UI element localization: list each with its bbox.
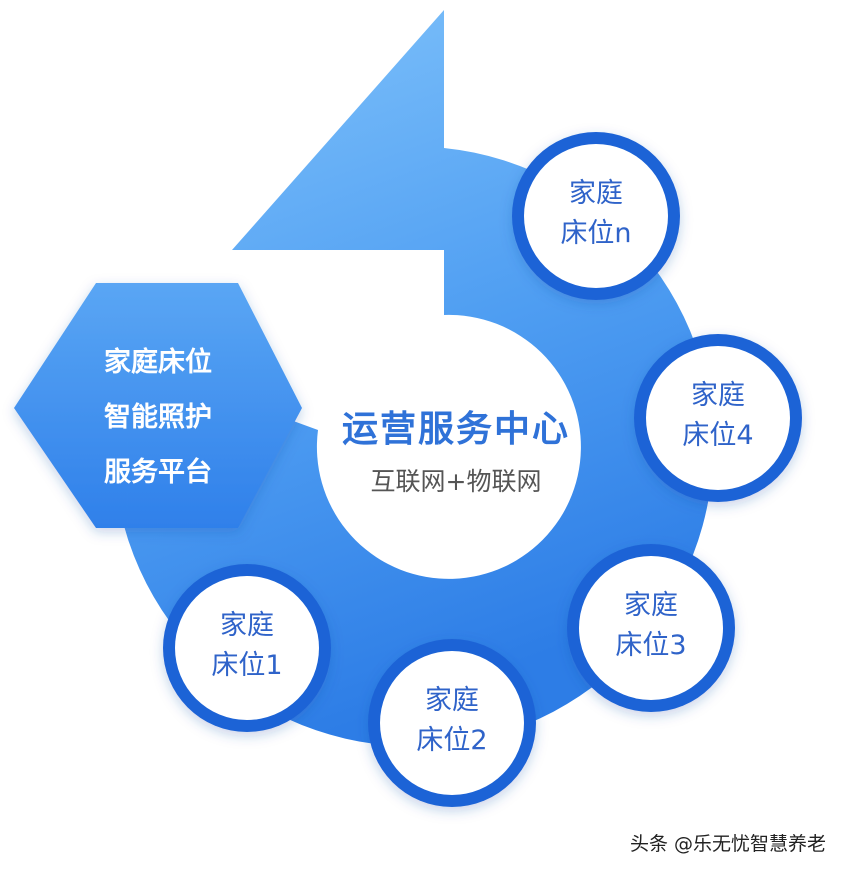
node-bed-n (512, 132, 680, 300)
node-bed-3 (567, 544, 735, 712)
node-label-bed-4: 家庭 床位4 (648, 376, 788, 456)
node-label-line-1: 家庭 (220, 610, 274, 641)
platform-line-3: 服务平台 (104, 457, 212, 488)
node-label-bed-2: 家庭 床位2 (382, 681, 522, 761)
node-label-bed-1: 家庭 床位1 (177, 606, 317, 686)
node-bed-2 (368, 639, 536, 807)
node-label-line-1: 家庭 (569, 178, 623, 209)
platform-hexagon (14, 283, 302, 528)
platform-label: 家庭床位 智能照护 服务平台 (58, 335, 258, 500)
node-label-line-1: 家庭 (425, 685, 479, 716)
node-label-line-2: 床位3 (615, 630, 687, 661)
platform-line-1: 家庭床位 (104, 347, 212, 378)
watermark: 头条 @乐无忧智慧养老 (629, 833, 826, 855)
center-title: 运营服务中心 (341, 409, 570, 450)
center-subtitle: 互联网+物联网 (370, 467, 542, 496)
node-bed-1 (163, 564, 331, 732)
platform-line-2: 智能照护 (104, 402, 212, 433)
node-label-line-2: 床位2 (416, 725, 488, 756)
node-label-line-2: 床位n (560, 218, 632, 249)
node-label-line-1: 家庭 (624, 590, 678, 621)
node-label-line-2: 床位4 (682, 420, 754, 451)
node-label-bed-3: 家庭 床位3 (581, 586, 721, 666)
node-bed-4 (634, 334, 802, 502)
node-label-bed-n: 家庭 床位n (526, 174, 666, 254)
node-label-line-1: 家庭 (691, 380, 745, 411)
node-label-line-2: 床位1 (211, 650, 283, 681)
